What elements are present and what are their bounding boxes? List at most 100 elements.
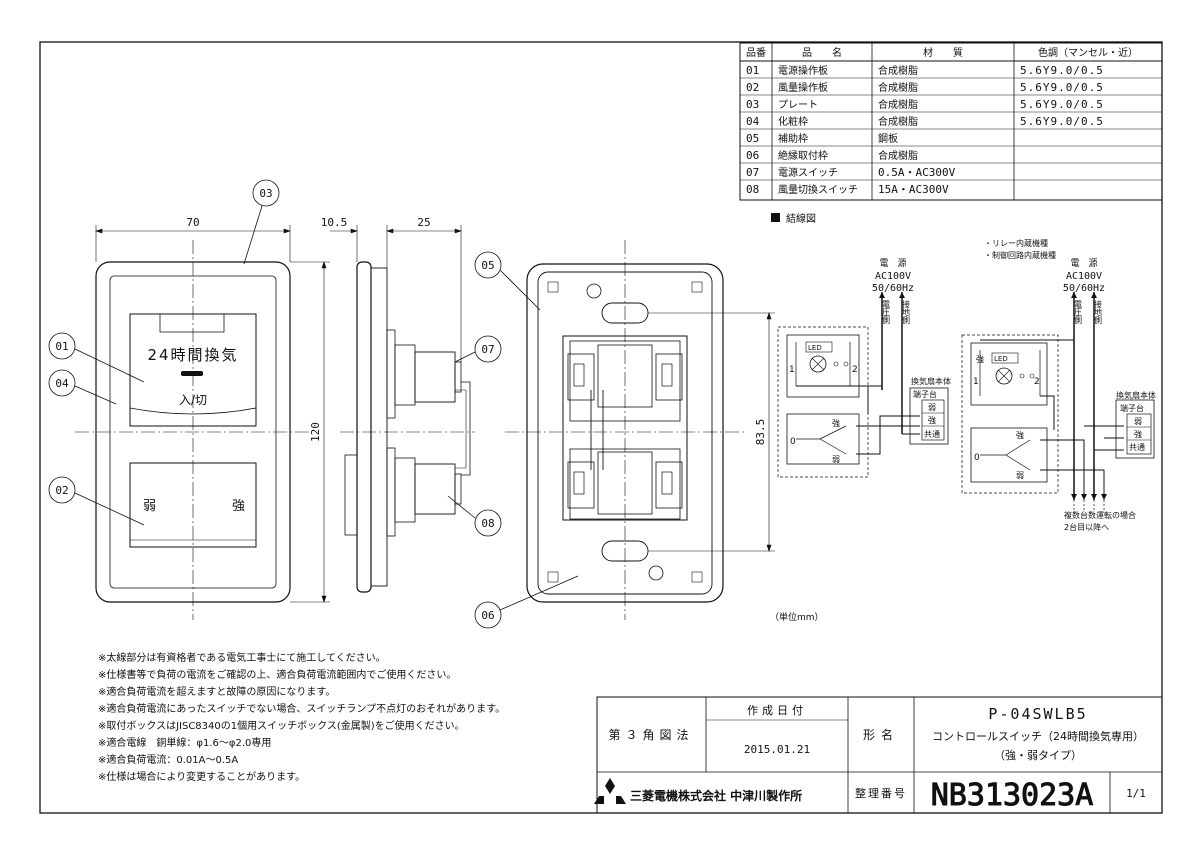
part-material: 合成樹脂	[878, 81, 918, 94]
terminal-2-a: 2	[852, 365, 858, 375]
part-name: 風量切換スイッチ	[778, 184, 858, 196]
callouts	[48, 179, 579, 629]
strong-1: 強	[832, 418, 840, 428]
fan-strong-2: 強	[1134, 429, 1142, 439]
led-label-2: LED	[994, 355, 1008, 363]
mitsubishi-logo-icon	[594, 778, 626, 804]
side-dimensions	[330, 225, 462, 362]
power-label-1: 電 源	[879, 258, 906, 269]
part-color: 5.6Y9.0/0.5	[1020, 98, 1104, 111]
title-block	[596, 696, 1163, 814]
note-line: ※適合負荷電流にあったスイッチでない場合、スイッチランプ不点灯のおそれがあります…	[98, 704, 506, 715]
note2-control: ・制御回路内蔵機種	[984, 250, 1056, 260]
note-line: ※適合負荷電流：0.01A～0.5A	[98, 755, 239, 766]
front-view	[75, 240, 312, 620]
model-desc-1: コントロールスイッチ（24時間換気専用）	[932, 729, 1144, 743]
strong-2a: 強	[976, 354, 984, 364]
part-color: 5.6Y9.0/0.5	[1020, 64, 1104, 77]
part-no: 07	[746, 166, 759, 179]
callout-07: 07	[481, 343, 494, 356]
ac-label-2: AC100V	[1066, 271, 1102, 282]
part-material: 合成樹脂	[878, 149, 918, 162]
terminal-1-b: 1	[973, 377, 979, 387]
front-dimensions	[95, 225, 330, 603]
voltage-side-1: 電圧側	[882, 300, 891, 324]
fan-body-1: 換気扇本体	[911, 376, 951, 386]
dim-depth2: 25	[417, 216, 430, 229]
wiring-diagram-2	[961, 292, 1155, 510]
fan-body-2: 換気扇本体	[1116, 390, 1156, 400]
model-number: P-04SWLB5	[988, 705, 1087, 723]
note-line: ※適合電線 銅単線：φ1.6～φ2.0専用	[98, 738, 272, 749]
part-material: 0.5A・AC300V	[878, 166, 956, 179]
part-no: 02	[746, 81, 759, 94]
part-name: プレート	[778, 99, 818, 111]
header-color: 色調（マンセル・近）	[1038, 46, 1138, 59]
callout-06: 06	[481, 609, 494, 622]
weak-1: 弱	[832, 455, 840, 464]
dim-depth1: 10.5	[321, 216, 348, 229]
note-line: ※適合負荷電流を超えますと故障の原因になります。	[98, 687, 336, 698]
ref-number: NB313023A	[931, 778, 1094, 813]
dim-height: 120	[309, 422, 322, 442]
voltage-side-2: 電圧側	[1074, 300, 1083, 324]
part-name: 電源スイッチ	[778, 166, 838, 179]
ground-side-1: 接地側	[902, 299, 911, 324]
company-name: 三菱電機株式会社 中津川製作所	[630, 788, 802, 803]
projection-method: 第３角図法	[608, 728, 693, 742]
part-name: 補助枠	[778, 132, 808, 145]
part-color: 5.6Y9.0/0.5	[1020, 115, 1104, 128]
part-name: 化粧枠	[778, 115, 808, 128]
part-no: 05	[746, 132, 759, 145]
ac-label-1: AC100V	[875, 271, 911, 282]
part-color: 5.6Y9.0/0.5	[1020, 81, 1104, 94]
fan-weak-1: 弱	[928, 403, 936, 412]
hz-label-2: 50/60Hz	[1063, 283, 1105, 294]
terminal-block-2: 端子台	[1120, 403, 1144, 413]
rear-view	[505, 240, 745, 620]
power-switch-label: 24時間換気	[147, 346, 238, 364]
part-name: 電源操作板	[778, 64, 828, 77]
parts-table: 品番 品 名 材 質 色調（マンセル・近） 01 02 03 04 05 06 …	[739, 42, 1163, 201]
terminal-1-a: 1	[789, 365, 795, 375]
date-value: 2015.01.21	[744, 743, 810, 756]
terminal-block-1: 端子台	[913, 389, 937, 399]
callout-04: 04	[55, 377, 69, 390]
note-line: ※太線部分は有資格者である電気工事士にて施工してください。	[98, 653, 386, 664]
part-material: 15A・AC300V	[878, 183, 949, 196]
power-label-2: 電 源	[1070, 258, 1097, 269]
terminal-0-a: 0	[790, 437, 796, 447]
header-material: 材 質	[923, 46, 963, 59]
ref-label: 整理番号	[855, 786, 907, 800]
hz-label-1: 50/60Hz	[872, 283, 914, 294]
part-no: 03	[746, 98, 759, 111]
dim-pitch: 83.5	[754, 419, 767, 446]
multi-note-2: 2台目以降へ	[1064, 522, 1109, 532]
header-no: 品番	[746, 47, 766, 59]
note-line: ※仕様は場合により変更することがあります。	[98, 772, 306, 783]
rear-dimensions	[648, 312, 775, 552]
part-name: 風量操作板	[778, 81, 828, 94]
unit-note: （単位mm）	[770, 611, 824, 623]
callout-08: 08	[481, 517, 494, 530]
strong-2: 強	[1016, 430, 1024, 440]
sheet-number: 1/1	[1126, 787, 1146, 800]
weak-2: 弱	[1016, 471, 1024, 480]
note-line: ※取付ボックスはJISC8340の1個用スイッチボックス(金属製)をご使用くださ…	[98, 721, 465, 732]
model-label: 形名	[863, 727, 899, 742]
part-material: 鋼板	[878, 132, 898, 145]
part-material: 合成樹脂	[878, 64, 918, 77]
wiring-diagram-1	[777, 292, 949, 478]
note2-relay: ・リレー内蔵機種	[984, 238, 1048, 248]
part-name: 絶縁取付枠	[778, 149, 828, 162]
fan-common-1: 共通	[924, 429, 940, 439]
note-line: ※仕様書等で負荷の電流をご確認の上、適合負荷電流範囲内でご使用ください。	[98, 670, 457, 681]
header-name: 品 名	[802, 46, 842, 59]
callout-02: 02	[55, 484, 68, 497]
model-desc-2: （強・弱タイプ）	[994, 749, 1082, 762]
part-no: 01	[746, 64, 759, 77]
part-material: 合成樹脂	[878, 98, 918, 111]
terminal-2-b: 2	[1034, 377, 1040, 387]
wiring-title: 結線図	[786, 212, 816, 225]
strong-label: 強	[232, 499, 245, 514]
